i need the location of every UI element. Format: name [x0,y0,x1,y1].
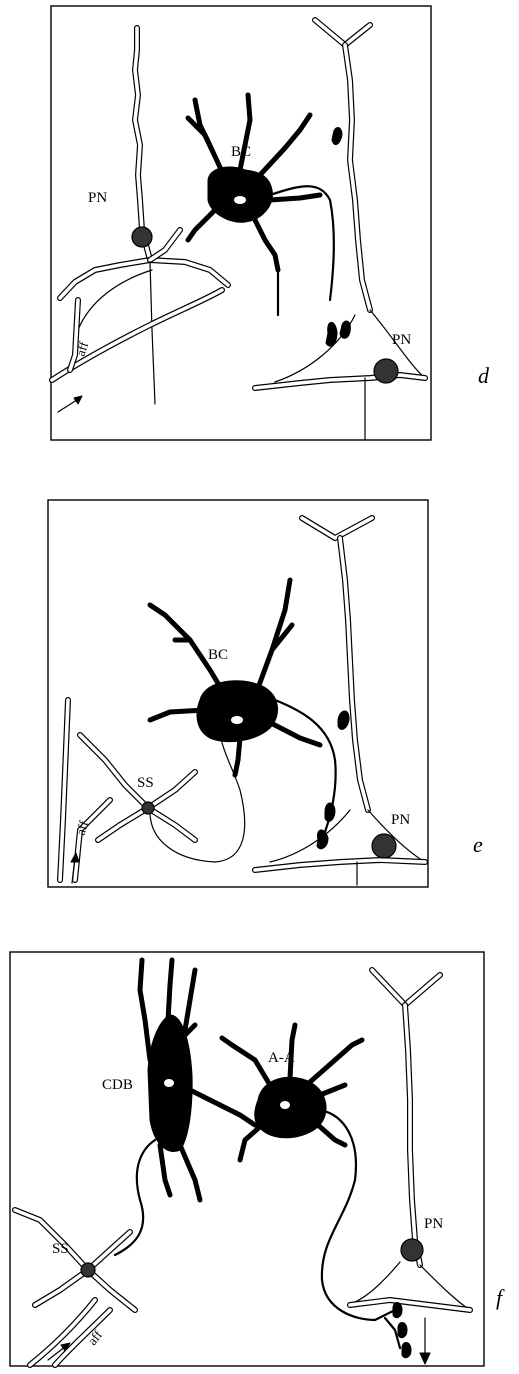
label-ss: SS [52,1241,69,1257]
panel-letter-e: e [473,832,483,857]
ss-f-nucleus [81,1263,95,1277]
basket-terminals-d [326,128,350,347]
pn-e-nucleus [372,834,396,858]
label-cdb: CDB [102,1077,133,1093]
panel-d: PN BC PN aff d [51,6,490,440]
arrow-up-icon [74,396,82,404]
label-pn: PN [424,1216,443,1232]
panel-letter-d: d [478,363,490,388]
pn-left-nucleus [132,227,152,247]
pyramidal-neuron-f [350,970,470,1364]
label-pn: PN [391,812,410,828]
label-bc: BC [208,647,228,663]
basket-cell-d [188,95,334,315]
spiny-stellate-f [15,1210,135,1310]
double-bouquet-cell-f [115,960,255,1255]
pn-right-nucleus [374,359,398,383]
label-pn-bottom: PN [392,332,411,348]
arrow-down-icon [420,1353,430,1364]
panel-f: CDB A-A PN SS aff f [10,952,505,1366]
panel-letter-f: f [496,1285,505,1310]
ss-e-nucleus [142,802,154,814]
panel-e: BC SS PN aff e [48,500,483,887]
axo-axonic-cell-f [222,1025,395,1320]
label-aa: A-A [268,1050,295,1066]
label-ss: SS [137,775,154,791]
label-bc: BC [231,144,251,160]
pyramidal-neuron-right-d [255,20,425,440]
afferent-fiber-e [60,700,110,883]
label-pn-top: PN [88,190,107,206]
cartridge-terminals-f [385,1303,411,1358]
pn-f-nucleus [401,1239,423,1261]
